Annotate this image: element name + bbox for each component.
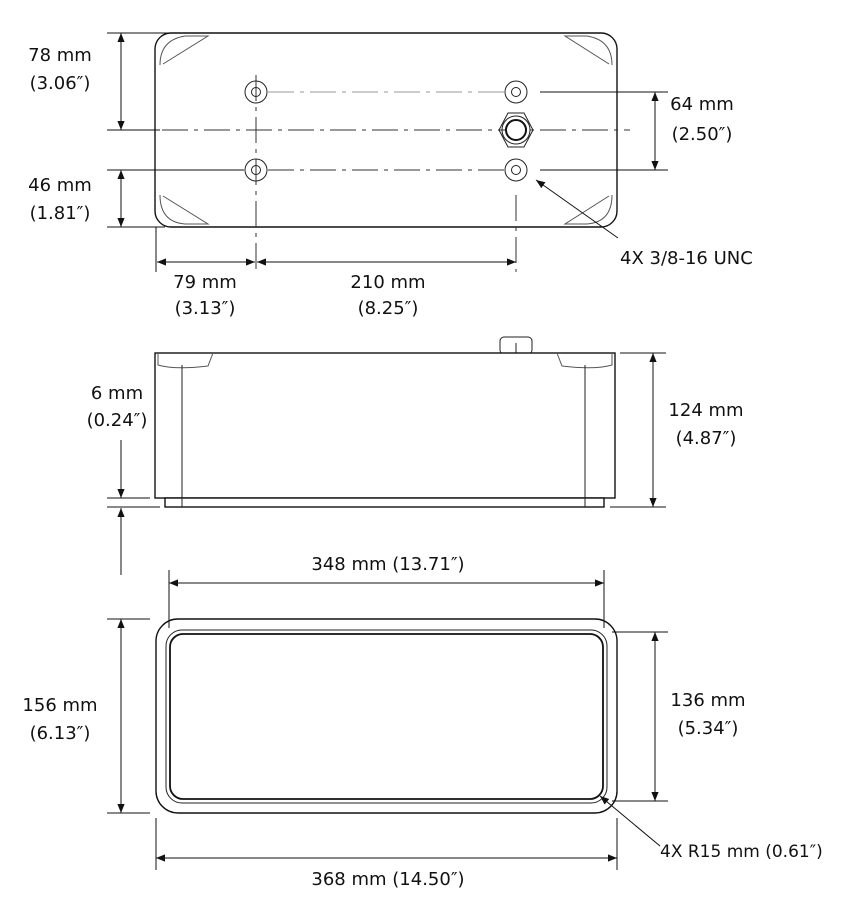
- side-view: 6 mm (0.24″) 124 mm (4.87″): [87, 336, 744, 575]
- extension-lines: [107, 32, 668, 272]
- bottom-inner-face: [169, 633, 604, 800]
- dim-78-mm: 78 mm: [28, 45, 92, 66]
- bottom-view: 348 mm (13.71″) 156 mm (6.13″) 136 mm (5…: [22, 554, 822, 890]
- dim-64-mm: 64 mm: [670, 94, 734, 115]
- radius-leader: [599, 795, 661, 847]
- dim-156-in: (6.13″): [30, 723, 91, 744]
- dim-64-in: (2.50″): [672, 124, 733, 145]
- top-view: 78 mm (3.06″) 46 mm (1.81″) 64 mm (2.50″…: [28, 32, 753, 319]
- dim-210-in: (8.25″): [358, 298, 419, 319]
- dim-46-in: (1.81″): [30, 203, 91, 224]
- dim-46-mm: 46 mm: [28, 175, 92, 196]
- mounting-holes: [244, 80, 528, 182]
- dim-136-in: (5.34″): [678, 718, 739, 739]
- hole-leader: [535, 179, 619, 239]
- dim-6-in: (0.24″): [87, 410, 148, 431]
- dim-156-mm: 156 mm: [22, 695, 97, 716]
- bottom-extension-lines: [107, 570, 668, 870]
- dim-78-in: (3.06″): [30, 73, 91, 94]
- dim-6-mm: 6 mm: [91, 383, 143, 404]
- dim-348: 348 mm (13.71″): [311, 554, 464, 575]
- side-feet: [157, 352, 613, 369]
- dim-124-in: (4.87″): [676, 428, 737, 449]
- corner-feet: [159, 35, 613, 225]
- dim-124-mm: 124 mm: [668, 400, 743, 421]
- dim-136-mm: 136 mm: [670, 690, 745, 711]
- hole-callout: 4X 3/8-16 UNC: [620, 248, 753, 269]
- fitting-nut: [498, 112, 534, 148]
- dim-210-mm: 210 mm: [350, 272, 425, 293]
- side-extension-lines: [107, 352, 666, 508]
- dim-79-mm: 79 mm: [173, 272, 237, 293]
- base-plate: [164, 497, 605, 508]
- radius-callout: 4X R15 mm (0.61″): [660, 842, 823, 862]
- dim-368: 368 mm (14.50″): [311, 869, 464, 890]
- dim-79-in: (3.13″): [175, 298, 236, 319]
- side-view-outline: [154, 352, 616, 499]
- bottom-inner-outline: [165, 629, 608, 804]
